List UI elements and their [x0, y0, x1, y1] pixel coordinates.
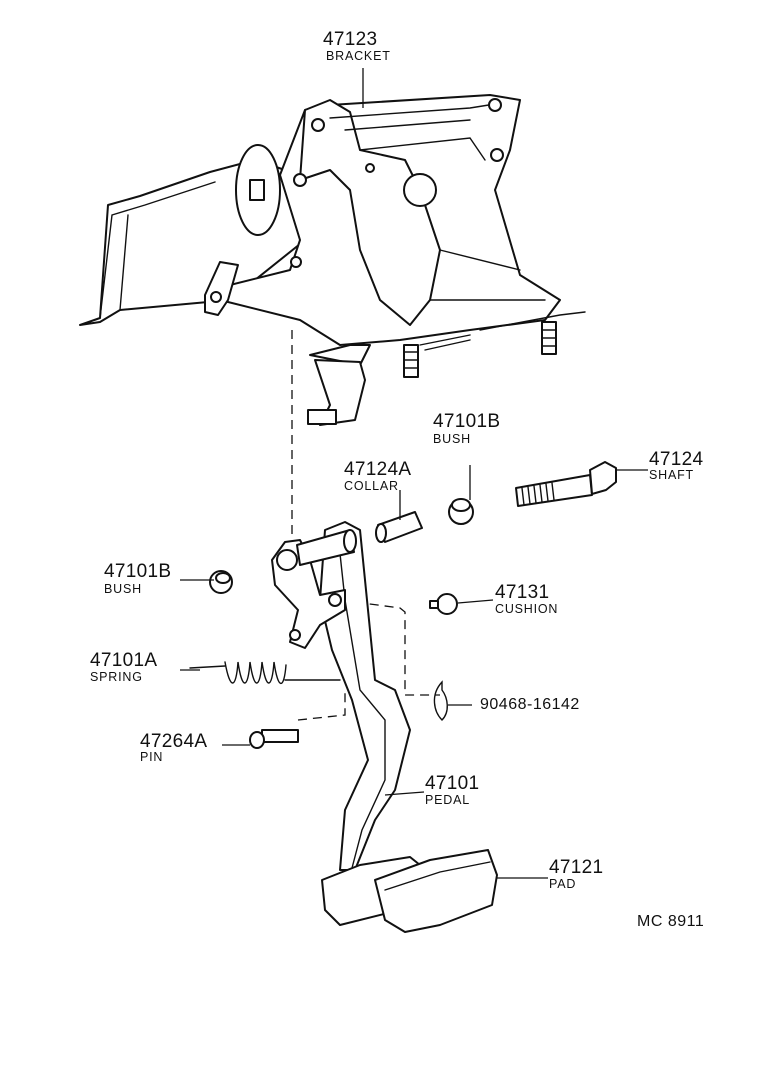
- cushion-drawing: [429, 593, 458, 615]
- spring-name: SPRING: [90, 670, 143, 684]
- bush-left-name: BUSH: [104, 582, 142, 596]
- collar-number: 47124A: [344, 459, 412, 480]
- pin-number: 47264A: [140, 731, 208, 752]
- bush-top-name: BUSH: [433, 432, 471, 446]
- bush-top-number: 47101B: [433, 411, 501, 432]
- pad-drawing: [321, 849, 498, 933]
- pedal-drawing: [271, 521, 411, 871]
- clip-number: 90468-16142: [480, 696, 580, 713]
- pedal-number: 47101: [425, 773, 480, 794]
- collar-name: COLLAR: [344, 479, 399, 493]
- bracket-name: BRACKET: [326, 49, 391, 63]
- collar-drawing: [375, 511, 423, 543]
- pedal-name: PEDAL: [425, 793, 470, 807]
- shaft-number: 47124: [649, 449, 704, 470]
- bracket-number: 47123: [323, 29, 378, 50]
- cushion-number: 47131: [495, 582, 550, 603]
- clip-drawing: [433, 680, 448, 721]
- bush-left-number: 47101B: [104, 561, 172, 582]
- spring-number: 47101A: [90, 650, 158, 671]
- diagram-code: MC 8911: [637, 913, 705, 930]
- pin-drawing: [249, 729, 299, 749]
- shaft-name: SHAFT: [649, 468, 694, 482]
- shaft-drawing: [515, 461, 617, 507]
- bush-left-drawing: [209, 570, 233, 594]
- cushion-name: CUSHION: [495, 602, 559, 616]
- leader-lines: [180, 68, 648, 879]
- pin-name: PIN: [140, 750, 164, 764]
- pad-name: PAD: [549, 877, 577, 891]
- pad-number: 47121: [549, 857, 604, 878]
- bracket-drawing: [79, 94, 586, 426]
- spring-drawing: [189, 661, 341, 685]
- bush-top-drawing: [448, 498, 474, 525]
